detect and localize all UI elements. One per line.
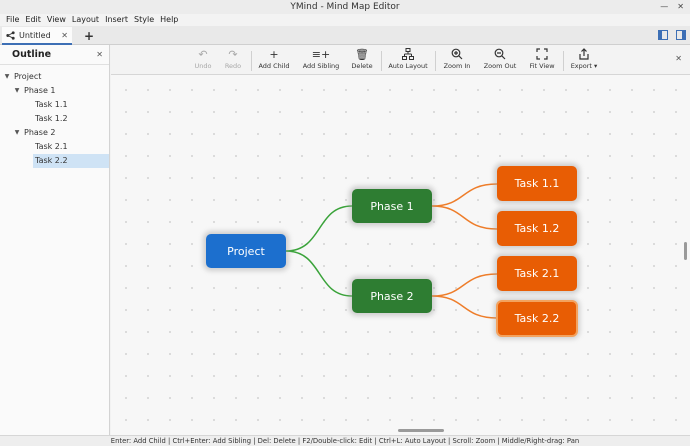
zoom-in-button[interactable]: Zoom In xyxy=(441,48,473,74)
plus-icon: + xyxy=(269,48,279,61)
add-sibling-label: Add Sibling xyxy=(302,62,340,70)
tree-item-label: Phase 2 xyxy=(24,128,56,137)
menu-insert[interactable]: Insert xyxy=(105,15,129,24)
toolbar-separator xyxy=(381,51,382,71)
auto-layout-button[interactable]: Auto Layout xyxy=(387,48,429,74)
close-toolbar-icon[interactable]: ✕ xyxy=(675,54,682,63)
collapse-arrow-icon[interactable]: ▼ xyxy=(14,129,20,136)
tree-item-phase-1[interactable]: ▼ Phase 1 xyxy=(0,84,109,98)
menu-help[interactable]: Help xyxy=(160,15,179,24)
mindmap-icon xyxy=(6,30,15,40)
export-button[interactable]: Export ▾ xyxy=(569,48,599,74)
trash-icon: 🗑 xyxy=(355,48,369,61)
redo-button[interactable]: ↷ Redo xyxy=(221,48,245,74)
fit-view-icon xyxy=(527,48,557,62)
zoom-in-icon xyxy=(441,48,473,62)
mindmap-canvas[interactable]: Project Phase 1 Phase 2 Task 1.1 Task 1.… xyxy=(111,75,690,435)
tree-item-project[interactable]: ▼ Project xyxy=(0,70,109,84)
horizontal-scrollbar[interactable] xyxy=(398,429,444,432)
node-project[interactable]: Project xyxy=(206,234,286,268)
menu-style[interactable]: Style xyxy=(134,15,155,24)
toolbar-separator xyxy=(435,51,436,71)
outline-panel: Outline ✕ ▼ Project ▼ Phase 1 Task 1.1 T… xyxy=(0,45,110,435)
zoom-out-icon xyxy=(483,48,517,62)
minimize-icon[interactable]: — xyxy=(660,2,669,11)
close-outline-icon[interactable]: ✕ xyxy=(96,50,103,59)
toolbar-separator xyxy=(251,51,252,71)
menu-edit[interactable]: Edit xyxy=(25,15,41,24)
redo-icon: ↷ xyxy=(228,48,238,61)
export-label: Export xyxy=(570,62,592,70)
toolbar-separator xyxy=(563,51,564,71)
tree-item-phase-2[interactable]: ▼ Phase 2 xyxy=(0,126,109,140)
tree-item-label: Project xyxy=(14,72,42,81)
node-task-2-1[interactable]: Task 2.1 xyxy=(497,256,577,291)
tree-item-task-1-1[interactable]: Task 1.1 xyxy=(0,98,109,112)
outline-title: Outline xyxy=(12,49,52,60)
toggle-panel-icon[interactable] xyxy=(676,30,686,40)
add-child-button[interactable]: + Add Child xyxy=(256,48,292,74)
menu-file[interactable]: File xyxy=(6,15,20,24)
zoom-out-label: Zoom Out xyxy=(483,62,517,70)
fit-view-button[interactable]: Fit View xyxy=(527,48,557,74)
node-task-2-2[interactable]: Task 2.2 xyxy=(496,300,578,337)
undo-label: Undo xyxy=(194,62,212,70)
zoom-in-label: Zoom In xyxy=(443,62,471,70)
close-window-icon[interactable]: ✕ xyxy=(677,2,684,11)
tree-item-label: Task 2.2 xyxy=(35,156,68,165)
node-task-1-2[interactable]: Task 1.2 xyxy=(497,211,577,246)
vertical-scrollbar[interactable] xyxy=(684,242,687,260)
zoom-out-button[interactable]: Zoom Out xyxy=(483,48,517,74)
edge-project-phase1 xyxy=(285,205,353,252)
add-sibling-button[interactable]: ≡+ Add Sibling xyxy=(301,48,341,74)
collapse-arrow-icon[interactable]: ▼ xyxy=(4,73,10,80)
edge-phase1-task12 xyxy=(431,205,498,230)
tree-item-task-1-2[interactable]: Task 1.2 xyxy=(0,112,109,126)
menu-layout[interactable]: Layout xyxy=(71,15,100,24)
dropdown-arrow-icon: ▾ xyxy=(594,62,598,70)
redo-label: Redo xyxy=(224,62,242,70)
undo-icon: ↶ xyxy=(198,48,208,61)
node-phase-1[interactable]: Phase 1 xyxy=(352,189,432,223)
outline-header: Outline ✕ xyxy=(0,45,109,65)
toggle-sidebar-icon[interactable] xyxy=(658,30,668,40)
title-bar: YMind - Mind Map Editor — ✕ xyxy=(0,0,690,14)
auto-layout-icon xyxy=(387,48,429,62)
edge-phase2-task22 xyxy=(431,295,498,319)
delete-label: Delete xyxy=(351,62,373,70)
menu-bar: File Edit View Layout Insert Style Help xyxy=(0,14,690,26)
fit-view-label: Fit View xyxy=(529,62,555,70)
node-task-1-1[interactable]: Task 1.1 xyxy=(497,166,577,201)
export-icon xyxy=(569,48,599,62)
add-child-label: Add Child xyxy=(258,62,290,70)
auto-layout-label: Auto Layout xyxy=(388,62,428,70)
add-sibling-icon: ≡+ xyxy=(311,48,331,61)
collapse-arrow-icon[interactable]: ▼ xyxy=(14,87,20,94)
tree-item-label: Phase 1 xyxy=(24,86,56,95)
tree-item-label: Task 2.1 xyxy=(35,142,68,151)
status-hints: Enter: Add Child | Ctrl+Enter: Add Sibli… xyxy=(110,437,580,445)
tab-label: Untitled xyxy=(19,30,51,40)
tree-item-task-2-2[interactable]: Task 2.2 xyxy=(33,154,109,168)
node-phase-2[interactable]: Phase 2 xyxy=(352,279,432,313)
undo-button[interactable]: ↶ Undo xyxy=(191,48,215,74)
delete-button[interactable]: 🗑 Delete xyxy=(349,48,375,74)
tab-untitled[interactable]: Untitled ✕ xyxy=(2,27,72,45)
status-bar: Enter: Add Child | Ctrl+Enter: Add Sibli… xyxy=(0,435,690,446)
edge-project-phase2 xyxy=(285,250,353,297)
edge-phase1-task11 xyxy=(431,183,498,207)
tab-bar: Untitled ✕ + xyxy=(0,26,690,45)
toolbar: ↶ Undo ↷ Redo + Add Child ≡+ Add Sibling… xyxy=(111,45,690,75)
connector-lines xyxy=(285,183,498,319)
new-tab-button[interactable]: + xyxy=(83,29,95,43)
tree-item-task-2-1[interactable]: Task 2.1 xyxy=(0,140,109,154)
tree-item-label: Task 1.2 xyxy=(35,114,68,123)
tree-item-label: Task 1.1 xyxy=(35,100,68,109)
window-title: YMind - Mind Map Editor xyxy=(290,2,400,12)
menu-view[interactable]: View xyxy=(46,15,66,24)
edge-phase2-task21 xyxy=(431,273,498,297)
close-tab-icon[interactable]: ✕ xyxy=(61,30,68,40)
